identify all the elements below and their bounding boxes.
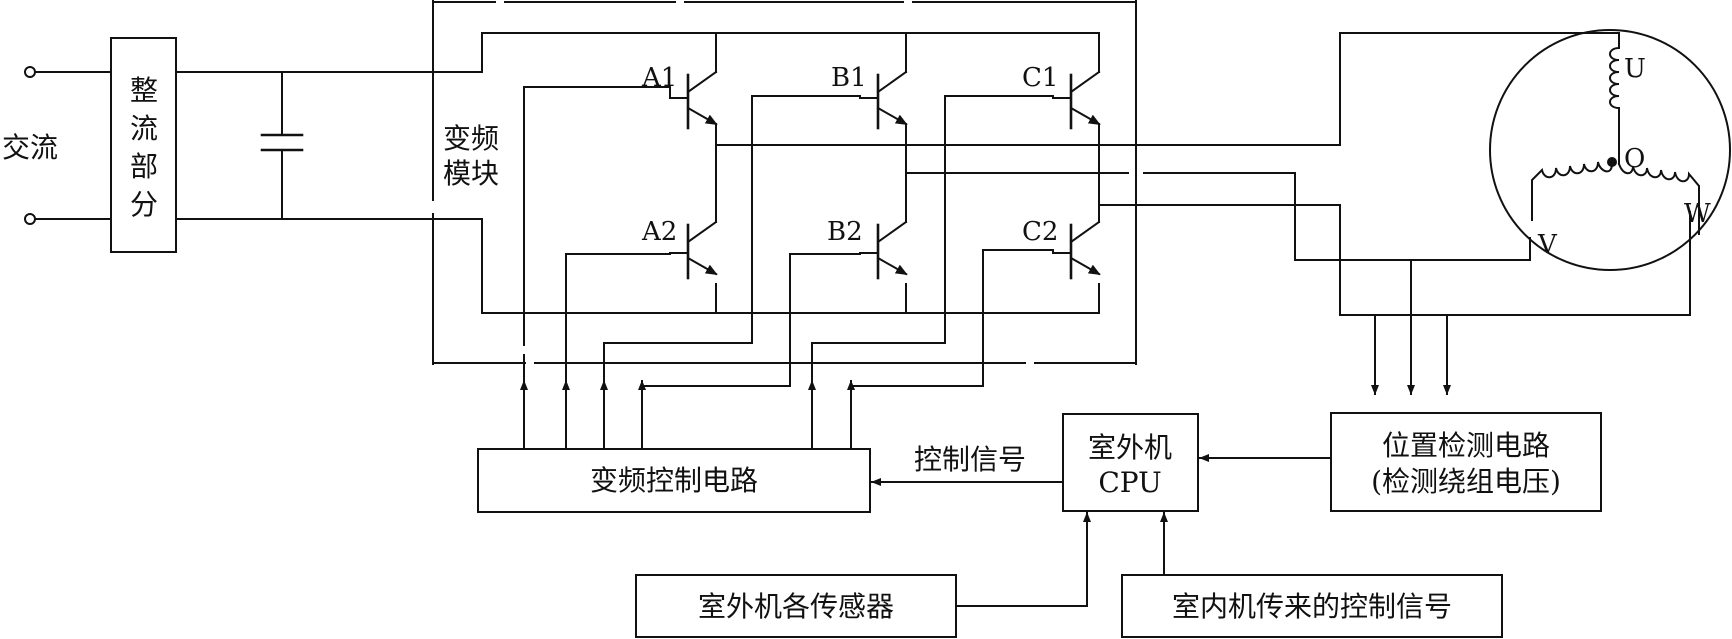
transistor-a2: A2 xyxy=(641,217,718,280)
cpu-label-2: CPU xyxy=(1098,466,1161,499)
label-v: V xyxy=(1537,230,1558,260)
transistor-c2: C2 xyxy=(1022,217,1101,280)
input-terminal-top xyxy=(24,66,36,78)
indoor-signal-label: 室内机传来的控制信号 xyxy=(1172,590,1452,623)
phase-a-leg: A1 A2 xyxy=(641,32,1620,280)
phase-c-leg: C1 C2 xyxy=(1022,63,1691,316)
label-a1: A1 xyxy=(641,63,677,93)
motor-housing xyxy=(1489,29,1731,271)
ac-input: 交流 xyxy=(2,66,112,225)
position-label-1: 位置检测电路 xyxy=(1382,429,1550,462)
rectifier-block: 整 流 部 分 xyxy=(110,37,177,253)
transistor-b1: B1 xyxy=(831,63,908,130)
sensors-label: 室外机各传感器 xyxy=(698,590,894,623)
module-label-2: 模块 xyxy=(443,157,499,190)
vf-control-label: 变频控制电路 xyxy=(590,464,758,497)
neutral-point xyxy=(1607,157,1617,167)
vf-control-block: 变频控制电路 xyxy=(477,448,871,513)
transistor-c1: C1 xyxy=(1022,63,1101,130)
label-a2: A2 xyxy=(641,217,677,247)
label-c2: C2 xyxy=(1022,217,1058,247)
cpu-block: 室外机 CPU xyxy=(1062,413,1199,512)
transistor-b2: B2 xyxy=(827,217,908,280)
phase-b-leg: B1 B2 xyxy=(827,63,1531,280)
label-b2: B2 xyxy=(827,217,863,247)
sensors-block: 室外机各传感器 xyxy=(635,574,957,638)
winding-u xyxy=(1609,46,1621,165)
label-w: W xyxy=(1684,199,1711,229)
rectifier-label-4: 分 xyxy=(130,188,158,221)
module-label-1: 变频 xyxy=(443,122,499,155)
label-o: O xyxy=(1624,144,1645,174)
position-label-2: (检测绕组电压) xyxy=(1371,465,1561,498)
transistor-a1: A1 xyxy=(641,63,718,130)
inverter-module-frame: 变频 模块 xyxy=(432,0,1137,365)
gate-drive-lines xyxy=(520,86,1054,450)
ac-label: 交流 xyxy=(2,131,58,164)
signal-arrows: 控制信号 xyxy=(871,443,1332,607)
sense-lines xyxy=(1339,259,1451,395)
winding-w xyxy=(1617,162,1700,235)
rectifier-label-1: 整 xyxy=(130,74,158,107)
label-u: U xyxy=(1624,54,1646,84)
cpu-label-1: 室外机 xyxy=(1088,431,1172,464)
winding-v xyxy=(1531,161,1614,221)
rectifier-label-2: 流 xyxy=(130,112,158,145)
dc-bus xyxy=(175,71,434,220)
control-signal-label: 控制信号 xyxy=(914,443,1026,476)
label-c1: C1 xyxy=(1022,63,1058,93)
compressor-motor: U O V W xyxy=(1489,29,1731,271)
indoor-signal-block: 室内机传来的控制信号 xyxy=(1121,574,1503,638)
position-detect-block: 位置检测电路 (检测绕组电压) xyxy=(1330,412,1602,512)
label-b1: B1 xyxy=(831,63,867,93)
input-terminal-bottom xyxy=(24,213,36,225)
rectifier-label-3: 部 xyxy=(130,150,158,183)
